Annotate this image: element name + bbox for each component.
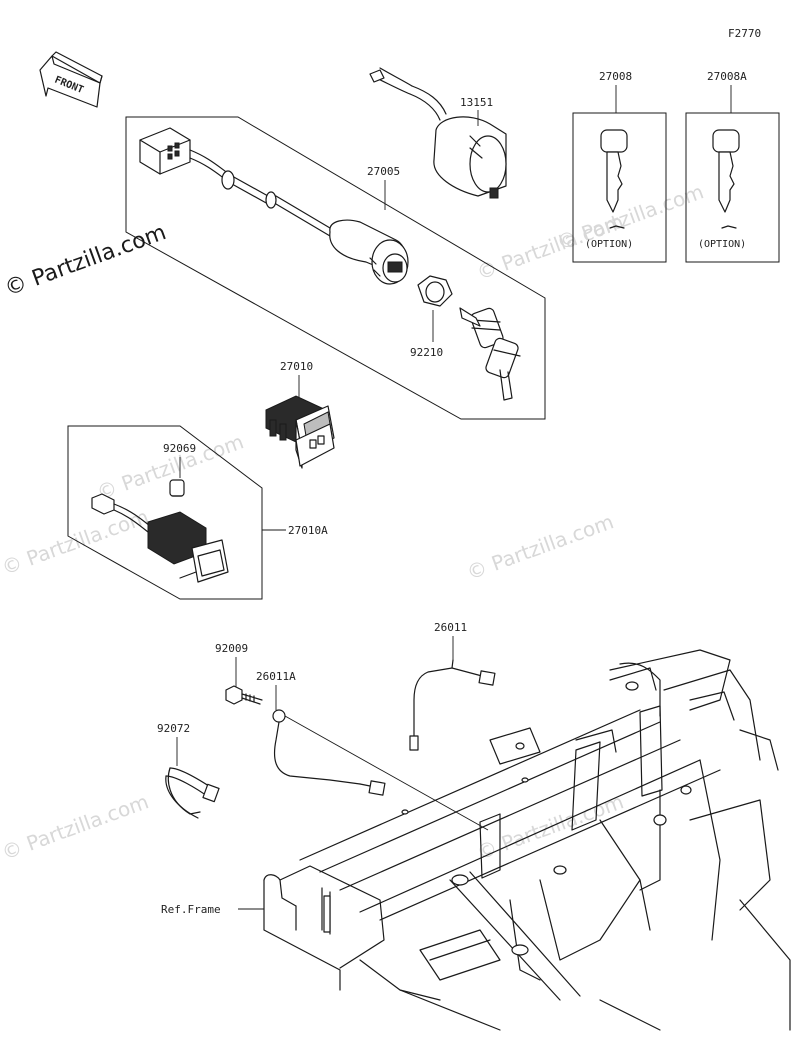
label-27010A: 27010A [288, 524, 328, 537]
ignition-switch-icon [329, 219, 409, 285]
band-icon [165, 767, 220, 819]
label-92069: 92069 [163, 442, 196, 455]
switch-assy-group: 92069 27010A [67, 425, 328, 600]
label-26011A: 26011A [256, 670, 296, 683]
key-blank-alt-icon [712, 129, 740, 213]
label-13151: 13151 [460, 96, 493, 109]
label-27008A: 27008A [707, 70, 747, 83]
bolt-icon [225, 685, 263, 705]
label-27010: 27010 [280, 360, 313, 373]
label-27008: 27008 [599, 70, 632, 83]
front-arrow-icon: FRONT [39, 51, 103, 108]
ref-frame-label: Ref.Frame [161, 903, 221, 916]
label-92009: 92009 [215, 642, 248, 655]
lead-wire-alt-icon [272, 709, 386, 796]
rocker-switch-icon [265, 395, 335, 469]
figure-code: F2770 [728, 27, 761, 40]
connector-icon [139, 127, 191, 175]
switch-assy-icon [91, 493, 229, 583]
ignition-cap-icon [433, 116, 507, 199]
key-blank-box [572, 112, 667, 263]
key-blank-icon [600, 129, 628, 213]
watermark-faint: © Partzilla.com [0, 789, 152, 864]
key-blank-alt-box [685, 112, 780, 263]
group-outline [67, 425, 263, 600]
ignition-wire-group: 13151 [369, 67, 507, 199]
key-blank-group: 27008 (OPTION) 27008A (OPTION) [572, 70, 780, 263]
label-27005: 27005 [367, 165, 400, 178]
group-outline [125, 116, 546, 420]
option-label: (OPTION) [585, 239, 633, 250]
watermark-faint: © Partzilla.com [0, 504, 152, 579]
watermark-main: © Partzilla.com [2, 220, 170, 302]
label-92210: 92210 [410, 346, 443, 359]
watermark-faint: © Partzilla.com [464, 509, 617, 584]
lead-wire-icon [409, 659, 496, 751]
option-label: (OPTION) [698, 239, 746, 250]
keys-icon [459, 307, 521, 401]
nut-icon [417, 275, 453, 307]
rocker-switch-group: 27010 [265, 360, 335, 469]
bulb-icon [169, 479, 185, 497]
label-92072: 92072 [157, 722, 190, 735]
frame-icon [263, 649, 791, 1031]
label-26011: 26011 [434, 621, 467, 634]
ignition-switch-group: 27005 92210 [125, 116, 546, 420]
